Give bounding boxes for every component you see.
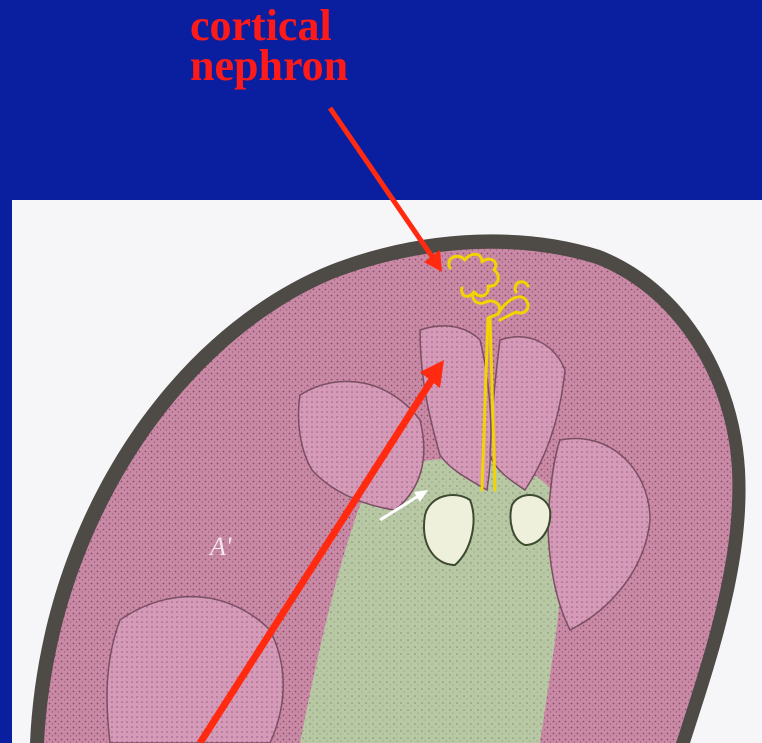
label-a-prime: A' <box>208 532 232 561</box>
medullary-pyramid-bottom-left <box>107 597 283 743</box>
